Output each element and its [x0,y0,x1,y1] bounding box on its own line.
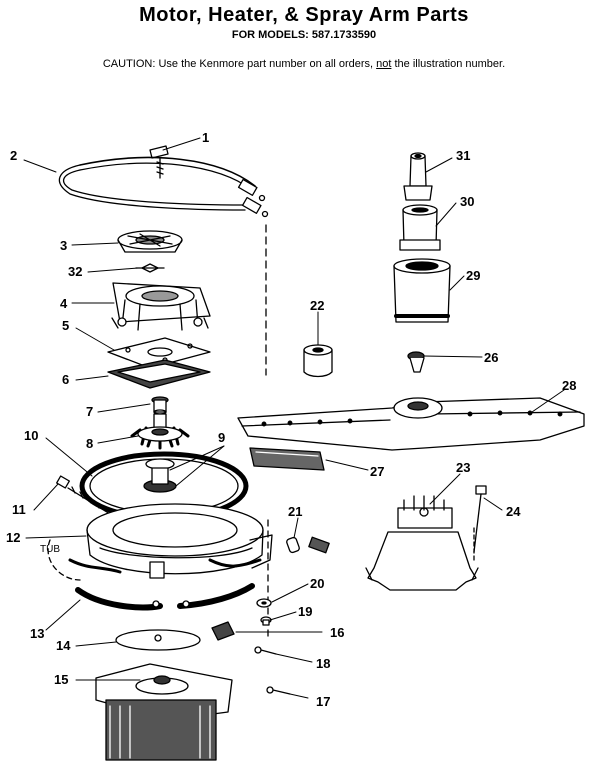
callout-22: 22 [310,298,324,313]
part-12-sump [68,503,273,579]
callout-16: 16 [330,625,344,640]
part-19-nut [260,616,272,626]
callout-6: 6 [62,372,69,387]
callout-19: 19 [298,604,312,619]
callout-32: 32 [68,264,82,279]
part-21-spring [286,536,330,554]
caution-note: CAUTION: Use the Kenmore part number on … [0,58,608,70]
part-18-screw [254,646,277,655]
part-14-disk [115,629,201,651]
tub-label: TUB [40,544,60,555]
callout-21: 21 [288,504,302,519]
part-22-bushing [303,344,333,378]
callout-10: 10 [24,428,38,443]
caution-prefix: CAUTION: Use the Kenmore part number on … [102,58,377,70]
callout-24: 24 [506,504,521,519]
part-28-spray-arm [237,397,585,451]
part-17-screw [266,686,291,695]
part-23-manifold [365,495,479,591]
part-9-hub [143,458,177,493]
part-2-heater [58,156,269,376]
part-13-bracket [75,583,255,611]
callout-12: 12 [6,530,20,545]
callout-14: 14 [56,638,71,653]
callout-13: 13 [30,626,44,641]
callout-31: 31 [456,148,470,163]
part-7-seal [151,396,169,415]
callout-2: 2 [10,148,17,163]
part-20-washer [256,598,272,608]
callout-17: 17 [316,694,330,709]
part-11-bolt [56,475,111,515]
callout-7: 7 [86,404,93,419]
part-4-pump-housing [111,282,211,331]
part-30-collar [399,204,441,251]
callout-4: 4 [60,296,68,311]
callout-20: 20 [310,576,324,591]
part-32-washer [135,263,165,273]
caution-not: not [376,58,392,70]
callout-23: 23 [456,460,470,475]
callout-9: 9 [218,430,225,445]
page-title: Motor, Heater, & Spray Arm Parts [139,4,469,26]
callout-1: 1 [202,130,209,145]
part-29-tube [393,258,451,323]
part-31-nozzle [403,152,433,201]
callout-3: 3 [60,238,67,253]
callout-27: 27 [370,464,384,479]
leader-lines [23,137,565,699]
part-16-clip [211,621,235,641]
callout-5: 5 [62,318,69,333]
callout-26: 26 [484,350,498,365]
part-26-valve [407,351,425,373]
part-3-cover [117,230,183,253]
part-8-impeller [130,413,190,450]
callout-30: 30 [460,194,474,209]
part-15-motor [95,663,233,761]
part-27-support [249,447,325,471]
part-1-screw [149,145,169,179]
caution-suffix: the illustration number. [391,58,506,70]
models-line: FOR MODELS: 587.1733590 [231,29,377,41]
callout-18: 18 [316,656,330,671]
part-6-seal [107,359,211,389]
part-24-bolt [473,485,487,561]
callout-11: 11 [12,502,26,517]
callout-28: 28 [562,378,576,393]
callout-15: 15 [54,672,68,687]
callout-8: 8 [86,436,93,451]
callout-29: 29 [466,268,480,283]
